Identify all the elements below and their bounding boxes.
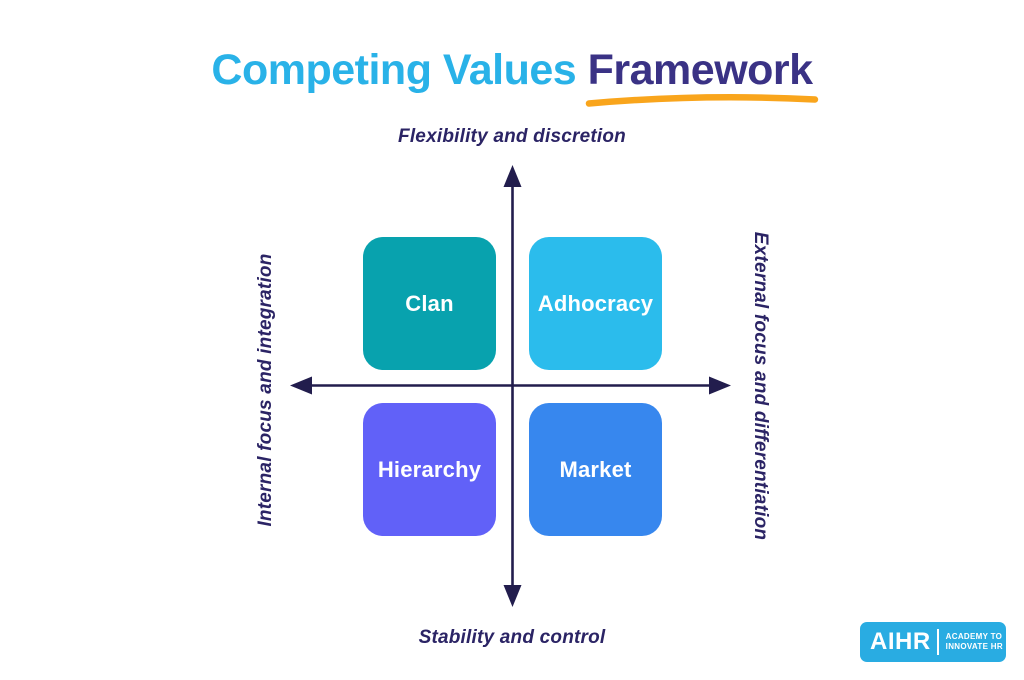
page-title: Competing Values Framework	[0, 46, 1024, 107]
aihr-logo: AIHR ACADEMY TO INNOVATE HR	[860, 622, 1006, 662]
aihr-logo-tagline-line2: INNOVATE HR	[945, 642, 1003, 651]
arrowhead-left	[290, 376, 312, 395]
quadrant-market: Market	[529, 403, 662, 536]
quadrant-hierarchy: Hierarchy	[363, 403, 496, 536]
arrowhead-up	[503, 165, 522, 187]
quadrant-adhocracy-label: Adhocracy	[537, 290, 654, 316]
axis-label-internal-focus: Internal focus and integration	[255, 253, 276, 527]
quadrant-clan-label: Clan	[405, 290, 454, 316]
aihr-logo-tagline-line1: ACADEMY TO	[945, 631, 1003, 641]
axis-label-stability: Stability and control	[418, 627, 606, 648]
arrowhead-right	[709, 376, 731, 395]
arrowhead-down	[503, 585, 522, 607]
aihr-logo-tagline: ACADEMY TO INNOVATE HR	[946, 632, 1003, 653]
quadrant-hierarchy-label: Hierarchy	[377, 456, 482, 482]
quadrant-market-label: Market	[559, 456, 632, 482]
axis-label-external-focus: External focus and differentiation	[750, 231, 771, 541]
title-part-competing-values: Competing Values	[211, 46, 588, 94]
quadrant-adhocracy: Adhocracy	[529, 237, 662, 370]
title-part-framework-wrap: Framework	[585, 46, 818, 107]
quadrant-clan: Clan	[363, 237, 496, 370]
aihr-logo-brand: AIHR	[870, 628, 931, 655]
title-part-framework: Framework	[587, 46, 813, 94]
aihr-logo-divider	[936, 629, 939, 655]
axis-label-flexibility: Flexibility and discretion	[398, 126, 626, 147]
underline-swoosh	[585, 94, 818, 107]
